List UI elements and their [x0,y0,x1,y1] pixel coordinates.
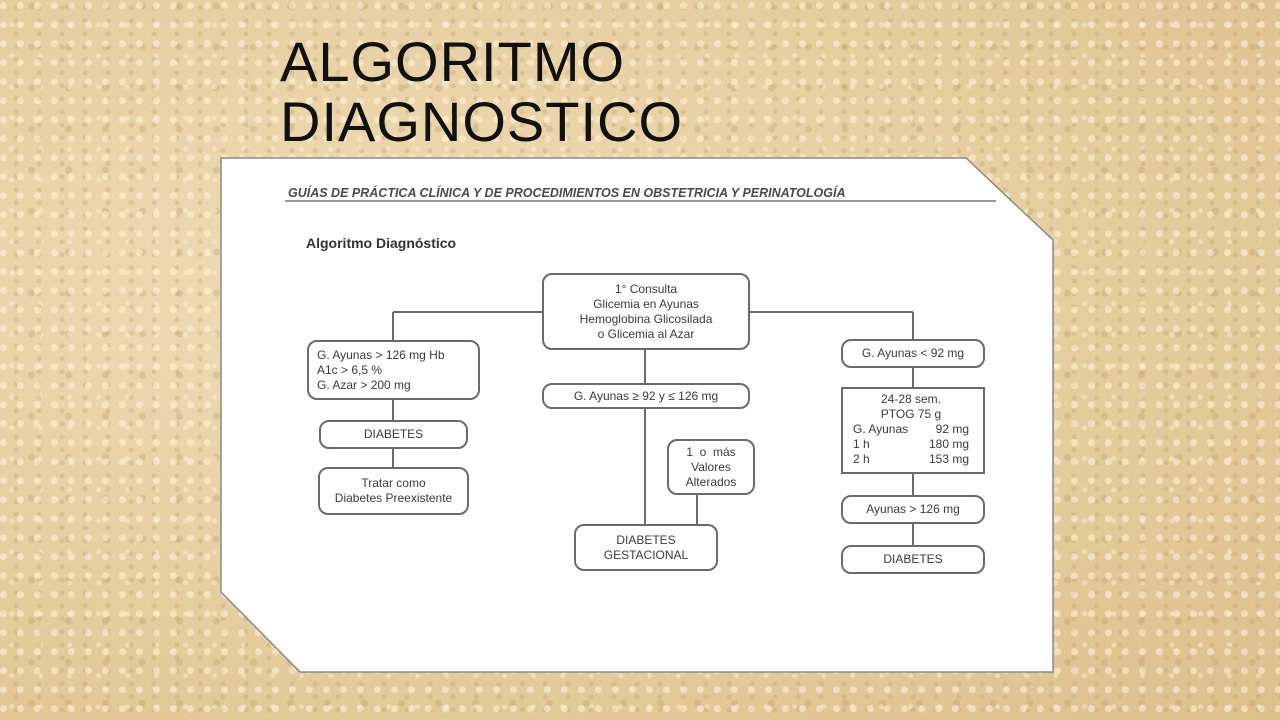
left-criteria-line-1: G. Ayunas > 126 mg Hb [317,348,445,362]
altered-line-3: Alterados [685,474,737,489]
top-line-3: Hemoglobina Glicosilada [579,311,713,326]
top-line-2: Glicemia en Ayunas [593,296,699,311]
fasting-high-box: Ayunas > 126 mg [841,495,985,524]
fasting-range-label: G. Ayunas ≥ 92 y ≤ 126 mg [573,388,719,403]
left-criteria-line-2: A1c > 6,5 % [317,363,383,377]
ptog-row-fasting: G. Ayunas 92 mg [853,422,969,437]
left-criteria-box: G. Ayunas > 126 mg Hb A1c > 6,5 % G. Aza… [307,340,480,400]
fasting-low-box: G. Ayunas < 92 mg [841,339,985,368]
ptog-title-2: PTOG 75 g [880,407,942,421]
left-diabetes-box: DIABETES [319,420,468,449]
treat-line-1: Tratar como [361,476,426,490]
left-criteria-line-3: G. Azar > 200 mg [317,378,411,392]
treat-line-2: Diabetes Preexistente [334,491,453,505]
connector-lines [392,311,914,545]
treat-preexisting-box: Tratar como Diabetes Preexistente [318,467,469,515]
top-line-1: 1° Consulta [614,281,678,296]
document-header: GUÍAS DE PRÁCTICA CLÍNICA Y DE PROCEDIMI… [288,186,846,200]
gestational-line-2: GESTACIONAL [603,547,689,562]
top-line-4: o Glicemia al Azar [597,326,695,341]
right-diabetes-label: DIABETES [883,552,943,566]
gestational-line-1: DIABETES [616,532,676,547]
ptog-row-2h-label: 2 h [853,452,870,466]
section-title: Algoritmo Diagnóstico [306,235,457,251]
slide-title-line-2: DIAGNOSTICO [280,90,684,153]
altered-values-box: 1 o más Valores Alterados [667,439,755,495]
ptog-row-1h: 1 h 180 mg [853,437,969,452]
fasting-range-box: G. Ayunas ≥ 92 y ≤ 126 mg [542,383,750,409]
ptog-box: 24-28 sem. PTOG 75 g G. Ayunas 92 mg 1 h… [841,387,985,474]
ptog-row-2h: 2 h 153 mg [853,452,969,467]
paper-sheet [220,157,1054,673]
slide-title-line-1: ALGORITMO [280,30,626,93]
ptog-row-fasting-label: G. Ayunas [853,422,909,436]
ptog-row-1h-value: 180 mg [928,437,969,451]
right-diabetes-box: DIABETES [841,545,985,574]
first-consultation-box: 1° Consulta Glicemia en Ayunas Hemoglobi… [542,273,750,350]
altered-line-2: Valores [691,459,731,474]
ptog-title-1: 24-28 sem. [880,392,942,406]
ptog-row-1h-label: 1 h [853,437,870,451]
left-diabetes-label: DIABETES [363,427,424,441]
fasting-low-label: G. Ayunas < 92 mg [861,346,965,360]
ptog-row-2h-value: 153 mg [928,452,969,466]
fasting-high-label: Ayunas > 126 mg [866,502,960,516]
altered-line-1: 1 o más [686,444,736,459]
slide-title: ALGORITMO DIAGNOSTICO [280,32,683,152]
gestational-diabetes-box: DIABETES GESTACIONAL [574,524,718,571]
ptog-row-fasting-value: 92 mg [935,422,969,436]
